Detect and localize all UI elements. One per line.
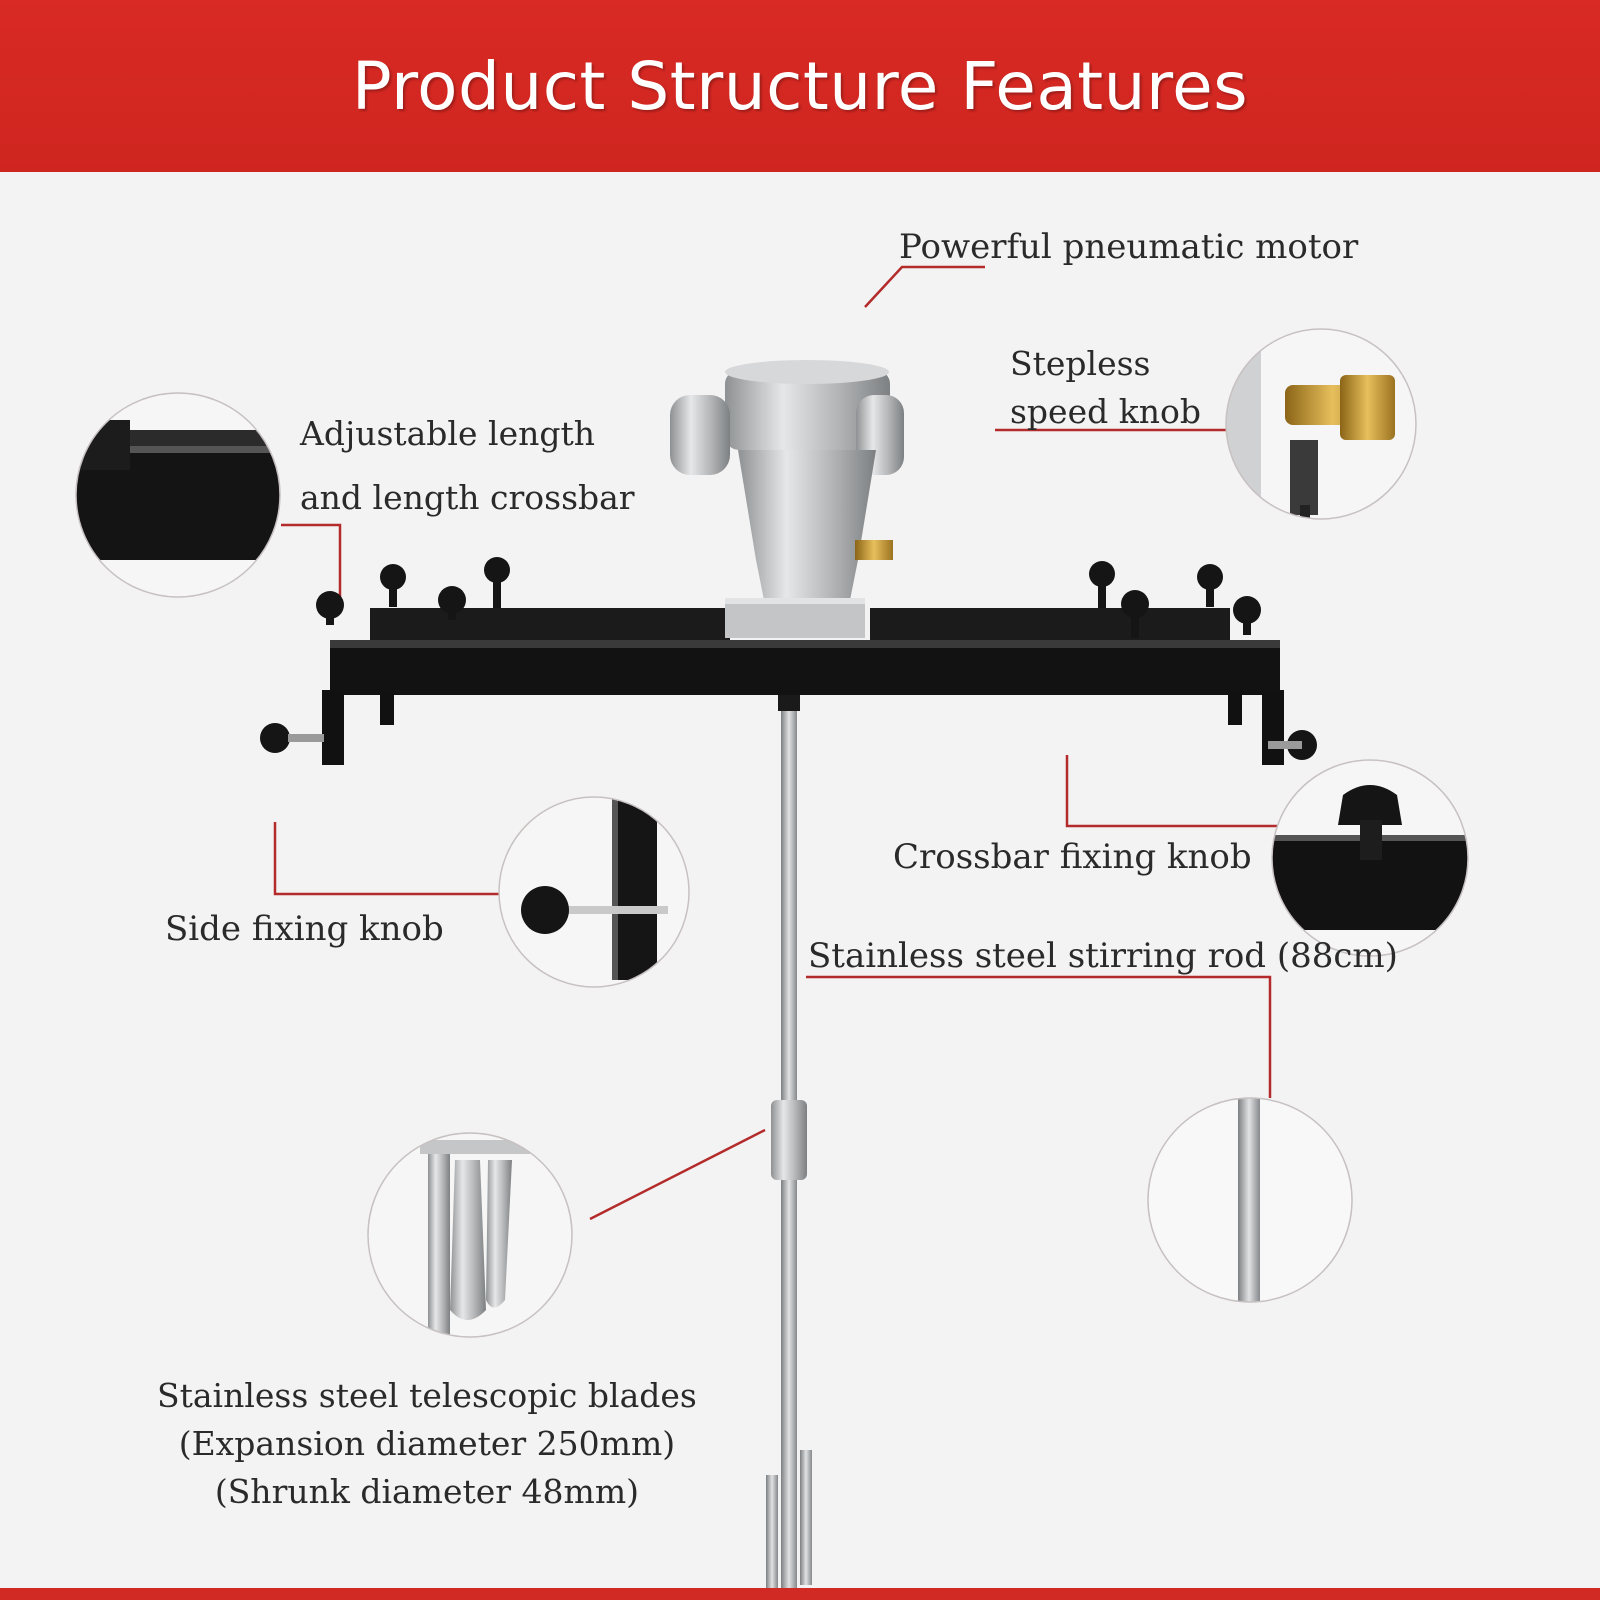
detail-circle-rod — [1147, 1097, 1353, 1303]
detail-circle-blades — [367, 1132, 573, 1338]
leader-rod — [806, 975, 1272, 1098]
leader-lines — [273, 265, 1296, 1221]
header-banner: Product Structure Features — [0, 0, 1600, 172]
callout-crossbar: Adjustable length and length crossbar — [300, 402, 635, 530]
detail-circle-side-knob — [498, 796, 690, 988]
callout-speed-knob-line-2: speed knob — [1010, 392, 1201, 431]
callout-side-knob: Side fixing knob — [165, 909, 444, 949]
detail-circle-crossbar-knob — [1271, 759, 1469, 957]
callout-speed-knob: Stepless speed knob — [1010, 340, 1201, 436]
callout-blades: Stainless steel telescopic blades (Expan… — [157, 1372, 697, 1516]
callout-blades-line-1: Stainless steel telescopic blades — [157, 1376, 697, 1415]
leader-blades — [589, 1128, 766, 1221]
crossbar-frame — [322, 608, 1284, 765]
callout-crossbar-line-2: and length crossbar — [300, 478, 635, 517]
leader-side-knob — [273, 822, 500, 896]
callout-blades-line-2: (Expansion diameter 250mm) — [178, 1424, 676, 1463]
callout-crossbar-knob: Crossbar fixing knob — [893, 837, 1252, 877]
page-title: Product Structure Features — [351, 47, 1249, 125]
leader-motor — [864, 265, 985, 308]
callout-speed-knob-line-1: Stepless — [1010, 344, 1151, 383]
crossbar-knobs — [260, 557, 1317, 760]
detail-circle-crossbar — [75, 392, 281, 598]
callout-blades-line-3: (Shrunk diameter 48mm) — [214, 1472, 640, 1511]
callout-rod: Stainless steel stirring rod (88cm) — [808, 936, 1398, 976]
footer-bar — [0, 1588, 1600, 1600]
detail-circle-speed-knob — [1225, 328, 1417, 520]
callout-crossbar-line-1: Adjustable length — [300, 414, 595, 453]
pneumatic-motor — [670, 360, 904, 638]
stirring-rod — [766, 693, 812, 1600]
leader-crossbar-knob — [1065, 755, 1296, 828]
callout-motor: Powerful pneumatic motor — [899, 227, 1359, 267]
leader-crossbar — [281, 523, 342, 603]
